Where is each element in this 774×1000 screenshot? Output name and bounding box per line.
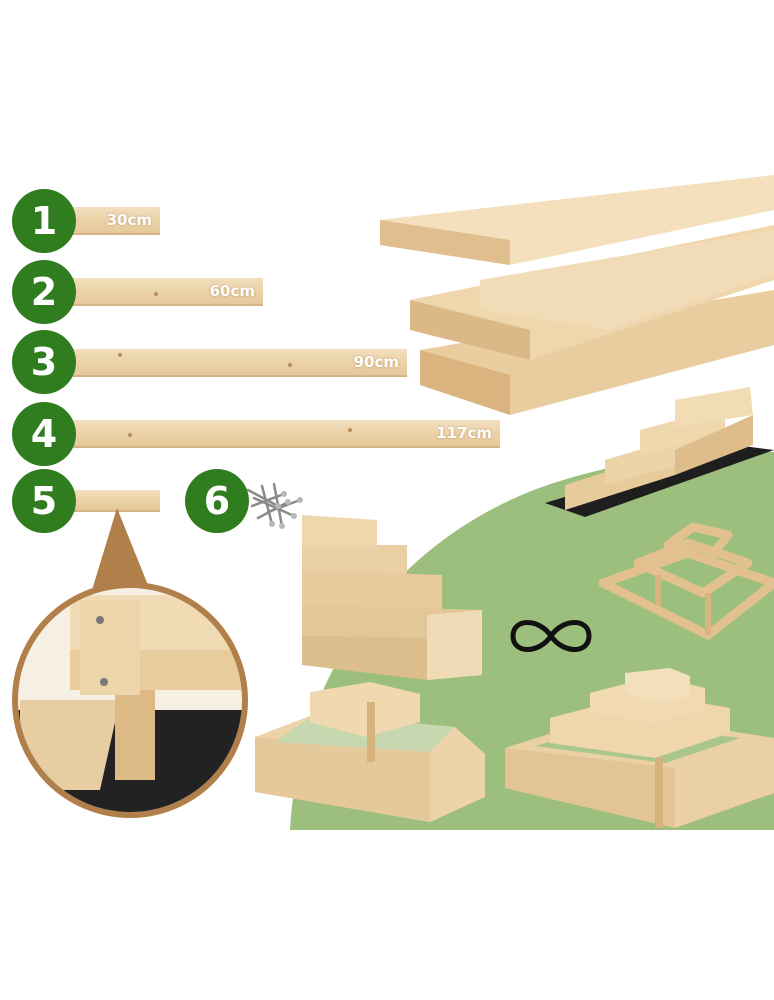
- stepped-planter-photo: [302, 515, 482, 680]
- part-number-badge-5: 5: [12, 469, 76, 533]
- part-number-badge-2: 2: [12, 260, 76, 324]
- board-length-label: 30cm: [106, 211, 152, 229]
- part-number-badge-4: 4: [12, 402, 76, 466]
- three-tier-pyramid-planter-photo: [505, 668, 774, 828]
- wood-knot: [118, 353, 122, 357]
- board-length-label: 60cm: [209, 282, 255, 300]
- board-length-label: 117cm: [436, 424, 492, 442]
- board-90cm: 90cm: [68, 349, 407, 377]
- board-30cm: 30cm: [68, 207, 160, 235]
- pyramid-planter-frame-photo: [598, 522, 774, 640]
- part-number-badge-1: 1: [12, 189, 76, 253]
- wood-knot: [154, 292, 158, 296]
- part-number-badge-3: 3: [12, 330, 76, 394]
- board-short-post: [68, 490, 160, 512]
- board-60cm: 60cm: [68, 278, 263, 306]
- infinity-icon: [510, 620, 592, 652]
- wood-knot: [288, 363, 292, 367]
- part-number-badge-6: 6: [185, 469, 249, 533]
- screws-icon: [246, 482, 303, 529]
- wood-knot: [348, 428, 352, 432]
- board-117cm: 117cm: [68, 420, 500, 448]
- wood-knot: [128, 433, 132, 437]
- stepped-planter-liner-photo: [545, 387, 774, 517]
- board-length-label: 90cm: [353, 353, 399, 371]
- detail-callout: [12, 508, 248, 818]
- two-tier-square-planter-photo: [255, 682, 485, 822]
- stacked-boards-photo: [380, 175, 774, 415]
